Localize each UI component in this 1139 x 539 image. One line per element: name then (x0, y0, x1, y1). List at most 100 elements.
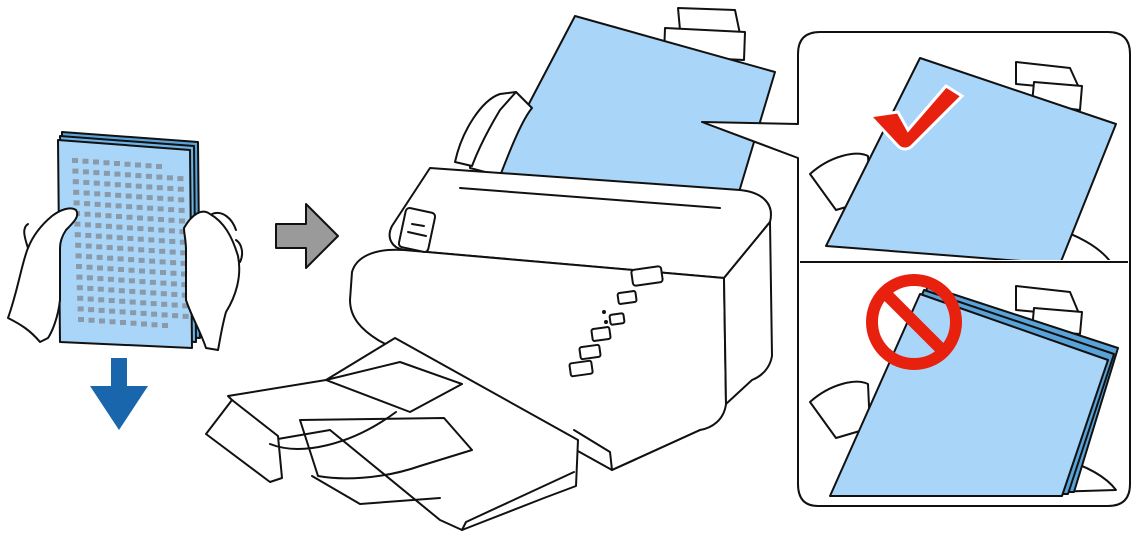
paper-dot (83, 169, 89, 174)
paper-dot (114, 172, 120, 177)
paper-dot (97, 266, 103, 271)
paper-dot (104, 171, 110, 176)
paper-dot (89, 318, 95, 323)
paper-dot (93, 170, 99, 175)
paper-dot (128, 247, 134, 252)
paper-dot (171, 292, 177, 297)
paper-dot (157, 185, 163, 190)
paper-dot (130, 310, 136, 315)
paper-dot (75, 232, 81, 237)
paper-dot (94, 191, 100, 196)
paper-dot (95, 223, 101, 228)
paper-dot (158, 217, 164, 222)
paper-dot (76, 275, 82, 280)
paper-dot (76, 253, 82, 258)
paper-dot (146, 184, 152, 189)
paper-dot (179, 219, 185, 224)
paper-dot (108, 266, 114, 271)
paper-dot (116, 214, 122, 219)
paper-dot (125, 172, 131, 177)
paper-dot (140, 300, 146, 305)
paper-dot (149, 259, 155, 264)
paper-dot (105, 192, 111, 197)
paper-dot (152, 322, 158, 327)
paper-dot (73, 190, 79, 195)
paper-dot (78, 306, 84, 311)
paper-dot (147, 195, 153, 200)
paper-dot (86, 254, 92, 259)
paper-dot (109, 298, 115, 303)
paper-dot (98, 297, 104, 302)
paper-dot (183, 314, 189, 319)
paper-dot (160, 259, 166, 264)
paper-dot (104, 160, 110, 165)
paper-dot (125, 183, 131, 188)
paper-dot (141, 322, 147, 327)
paper-dot (78, 317, 84, 322)
paper-dot (129, 289, 135, 294)
paper-dot (131, 321, 137, 326)
paper-dot (149, 248, 155, 253)
paper-dot (171, 271, 177, 276)
paper-dot (161, 302, 167, 307)
paper-dot (116, 225, 122, 230)
paper-dot (141, 311, 147, 316)
arrow-down-icon (90, 358, 148, 430)
paper-dot (72, 169, 78, 174)
paper-dot (127, 215, 133, 220)
paper-dot (110, 319, 116, 324)
paper-dot (160, 281, 166, 286)
paper-dot (171, 281, 177, 286)
paper-dot (169, 228, 175, 233)
paper-dot (126, 194, 132, 199)
paper-dot (151, 301, 157, 306)
paper-dot (85, 212, 91, 217)
paper-dot (97, 276, 103, 281)
paper-dot (150, 290, 156, 295)
paper-dot (118, 267, 124, 272)
paper-dot (170, 250, 176, 255)
paper-dot (127, 236, 133, 241)
paper-dot (117, 235, 123, 240)
paper-dot (125, 162, 131, 167)
paper-dot (140, 290, 146, 295)
paper-dot (167, 186, 173, 191)
paper-dot (156, 175, 162, 180)
paper-dot (136, 184, 142, 189)
paper-dot (177, 176, 183, 181)
paper-dot (156, 164, 162, 169)
paper-dot (74, 222, 80, 227)
paper-dot (150, 280, 156, 285)
paper-dot (139, 269, 145, 274)
paper-stack-with-hands (8, 132, 242, 350)
paper-dot (130, 300, 136, 305)
paper-dot (127, 225, 133, 230)
paper-dot (99, 308, 105, 313)
paper-dot (178, 187, 184, 192)
paper-dot (137, 226, 143, 231)
paper-dot (104, 181, 110, 186)
paper-dot (159, 238, 165, 243)
paper-dot (87, 275, 93, 280)
paper-dot (77, 296, 83, 301)
paper-dot (167, 175, 173, 180)
paper-dot (106, 234, 112, 239)
paper-dot (105, 203, 111, 208)
paper-dot (115, 182, 121, 187)
paper-dot (138, 237, 144, 242)
paper-dot (93, 160, 99, 165)
paper-dot (95, 213, 101, 218)
paper-dot (108, 287, 114, 292)
paper-dot (118, 278, 124, 283)
paper-dot (135, 163, 141, 168)
paper-dot (170, 260, 176, 265)
paper-dot (178, 197, 184, 202)
paper-dot (85, 233, 91, 238)
paper-dot (169, 239, 175, 244)
paper-dot (72, 158, 78, 163)
paper-dot (88, 307, 94, 312)
paper-dot (146, 174, 152, 179)
paper-dot (160, 270, 166, 275)
paper-dot (118, 256, 124, 261)
paper-dot (84, 201, 90, 206)
